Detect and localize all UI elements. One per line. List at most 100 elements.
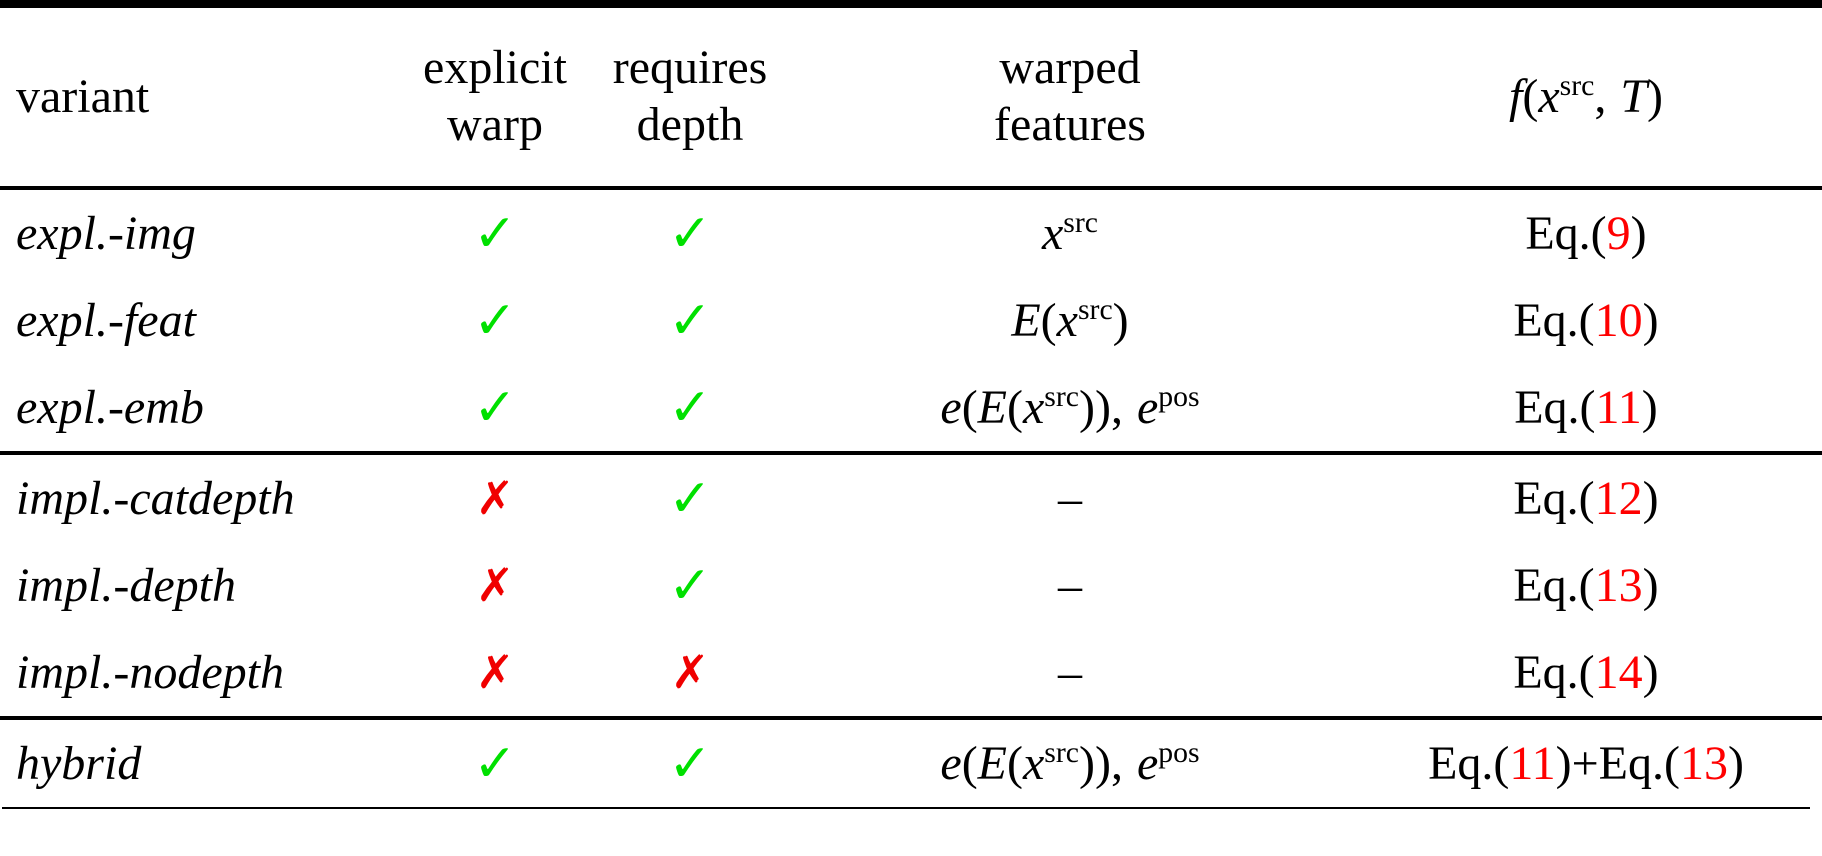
fn-x: x bbox=[1538, 69, 1560, 123]
eq-number: 13 bbox=[1594, 558, 1643, 612]
column-header-requires-depth: requires depth bbox=[590, 8, 790, 188]
table-row: impl.-depth ✗ ✓ – Eq.(13) bbox=[0, 542, 1822, 629]
math-sup-pos: pos bbox=[1158, 735, 1200, 769]
equation-reference: Eq.(13) bbox=[1513, 559, 1658, 612]
check-icon: ✓ bbox=[473, 733, 517, 794]
fn-comma: , bbox=[1594, 69, 1607, 123]
equation-reference: Eq.(12) bbox=[1513, 472, 1658, 525]
math-open-paren: ( bbox=[961, 736, 978, 790]
column-header-requires-depth-line2: depth bbox=[636, 98, 744, 151]
math-close-paren-inner: ) bbox=[1079, 380, 1095, 434]
warped-features-formula: xsrc bbox=[1042, 207, 1098, 260]
cell-variant: impl.-catdepth bbox=[16, 471, 295, 525]
cell-variant: expl.-emb bbox=[16, 380, 204, 434]
math-x: x bbox=[1056, 293, 1078, 347]
math-E: E bbox=[1011, 293, 1041, 347]
cell-equation: Eq.(14) bbox=[1350, 629, 1822, 718]
cell-explicit-warp: ✗ bbox=[400, 455, 590, 542]
cell-equation: Eq.(13) bbox=[1350, 542, 1822, 629]
fn-f: f bbox=[1508, 69, 1523, 123]
math-x: x bbox=[1022, 380, 1045, 434]
eq-suffix: ) bbox=[1630, 206, 1647, 260]
cell-variant: expl.-feat bbox=[16, 293, 196, 347]
warped-features-formula: E(xsrc) bbox=[1011, 294, 1128, 347]
math-sup-src: src bbox=[1063, 205, 1098, 239]
math-open-paren: ( bbox=[1040, 293, 1057, 347]
cell-variant: impl.-nodepth bbox=[16, 645, 284, 699]
math-e-pos: e bbox=[1136, 380, 1159, 434]
math-open-paren-inner: ( bbox=[1007, 380, 1023, 434]
check-icon: ✓ bbox=[668, 203, 712, 264]
equation-reference: Eq.(10) bbox=[1513, 294, 1658, 347]
check-icon: ✓ bbox=[668, 377, 712, 438]
eq-suffix: ) bbox=[1642, 645, 1659, 699]
math-close-paren: ) bbox=[1094, 736, 1111, 790]
dash-placeholder: – bbox=[1058, 558, 1082, 612]
cell-warped-features: e(E(xsrc)),epos bbox=[790, 364, 1350, 453]
math-open-paren-inner: ( bbox=[1007, 736, 1023, 790]
table-header-row: variant explicit warp requires depth war bbox=[0, 8, 1822, 188]
equation-reference: Eq.(11) bbox=[1514, 381, 1658, 434]
warped-features-formula: e(E(xsrc)),epos bbox=[940, 737, 1199, 790]
column-header-requires-depth-line1: requires bbox=[612, 41, 768, 95]
fn-close-paren: ) bbox=[1647, 69, 1664, 123]
table-row: impl.-nodepth ✗ ✗ – Eq.(14) bbox=[0, 629, 1822, 718]
column-header-explicit-warp: explicit warp bbox=[400, 8, 590, 188]
eq-suffix: ) bbox=[1727, 736, 1744, 790]
eq-suffix: ) bbox=[1641, 380, 1658, 434]
eq-prefix: Eq.( bbox=[1514, 380, 1596, 434]
check-icon: ✓ bbox=[668, 733, 712, 794]
rule-bottom-line bbox=[2, 807, 1810, 809]
math-close-paren-inner: ) bbox=[1079, 736, 1095, 790]
math-sup-pos: pos bbox=[1158, 379, 1200, 413]
rule-bottom bbox=[0, 807, 1822, 809]
cell-requires-depth: ✓ bbox=[590, 277, 790, 364]
cell-warped-features: xsrc bbox=[790, 190, 1350, 277]
cell-equation: Eq.(10) bbox=[1350, 277, 1822, 364]
eq-suffix: ) bbox=[1642, 558, 1659, 612]
cell-variant: hybrid bbox=[16, 736, 142, 790]
cell-requires-depth: ✓ bbox=[590, 190, 790, 277]
cell-warped-features: – bbox=[790, 455, 1350, 542]
math-sup-src: src bbox=[1077, 292, 1113, 326]
cell-requires-depth: ✓ bbox=[590, 455, 790, 542]
column-header-explicit-warp-line1: explicit bbox=[423, 41, 567, 95]
column-header-variant: variant bbox=[16, 69, 150, 123]
cell-warped-features: – bbox=[790, 542, 1350, 629]
cell-warped-features: E(xsrc) bbox=[790, 277, 1350, 364]
math-x: x bbox=[1022, 736, 1045, 790]
fn-open-paren: ( bbox=[1522, 69, 1539, 123]
math-x: x bbox=[1041, 206, 1064, 260]
math-comma: , bbox=[1110, 736, 1123, 790]
math-e: e bbox=[940, 380, 962, 434]
eq-number: 10 bbox=[1594, 293, 1643, 347]
check-icon: ✓ bbox=[668, 468, 712, 529]
column-header-warped-features-line1: warped bbox=[999, 41, 1141, 95]
cell-variant: impl.-depth bbox=[16, 558, 236, 612]
eq-prefix: Eq.( bbox=[1513, 471, 1595, 525]
column-header-function: f(xsrc,T) bbox=[1350, 8, 1822, 188]
warped-features-formula: e(E(xsrc)),epos bbox=[940, 381, 1199, 434]
cell-explicit-warp: ✓ bbox=[400, 190, 590, 277]
check-icon: ✓ bbox=[473, 377, 517, 438]
math-comma: , bbox=[1110, 380, 1123, 434]
eq-prefix: Eq.( bbox=[1428, 736, 1510, 790]
cell-equation: Eq.(9) bbox=[1350, 190, 1822, 277]
cross-icon: ✗ bbox=[475, 644, 515, 699]
check-icon: ✓ bbox=[473, 290, 517, 351]
equation-reference: Eq.(9) bbox=[1525, 207, 1646, 260]
table-row: expl.-emb ✓ ✓ e(E(xsrc)),epos Eq.(11) bbox=[0, 364, 1822, 453]
math-E: E bbox=[977, 380, 1007, 434]
eq-prefix: Eq.( bbox=[1513, 645, 1595, 699]
function-header-formula: f(xsrc,T) bbox=[1509, 70, 1663, 123]
table-row: impl.-catdepth ✗ ✓ – Eq.(12) bbox=[0, 455, 1822, 542]
eq-number: 11 bbox=[1509, 736, 1556, 790]
table-row: hybrid ✓ ✓ e(E(xsrc)),epos Eq.(11)+Eq.(1… bbox=[0, 720, 1822, 807]
rule-bottom-cell bbox=[0, 807, 1822, 809]
fn-T: T bbox=[1620, 69, 1648, 123]
cell-explicit-warp: ✓ bbox=[400, 277, 590, 364]
math-E: E bbox=[977, 736, 1007, 790]
cross-icon: ✗ bbox=[670, 644, 710, 699]
variant-comparison-table: variant explicit warp requires depth war bbox=[0, 0, 1822, 809]
